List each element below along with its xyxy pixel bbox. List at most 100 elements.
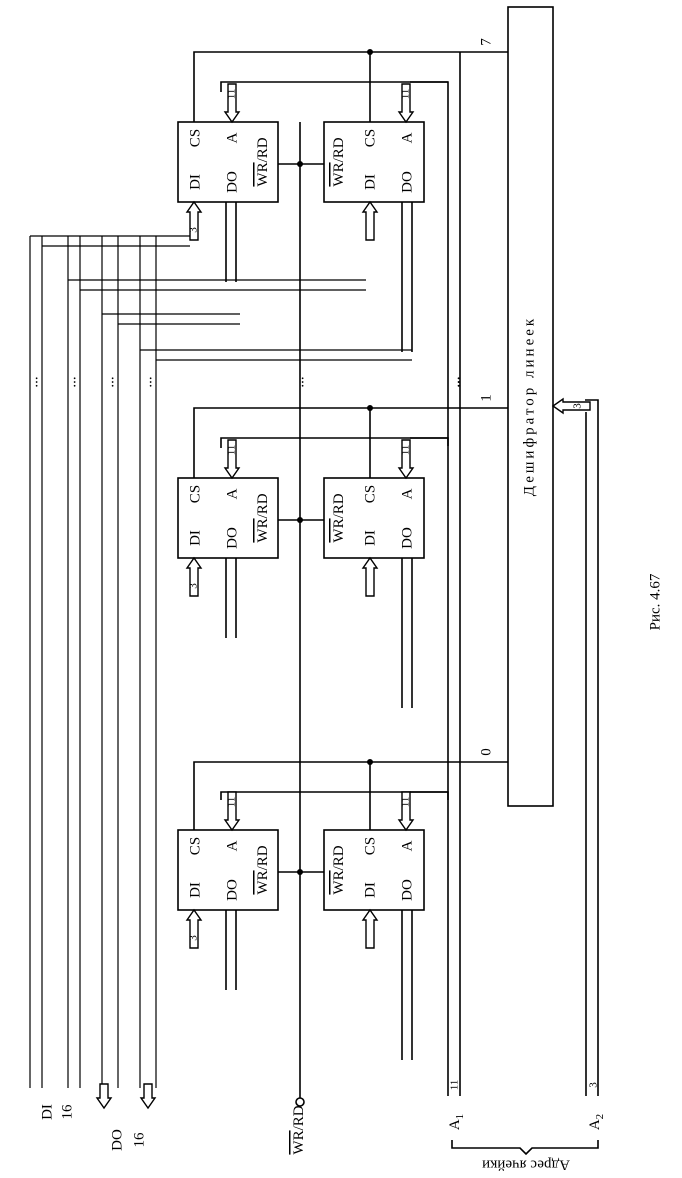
- chip-pin-a: A: [224, 132, 240, 143]
- di-width-label: 16: [59, 1104, 75, 1120]
- junction-dot: [367, 49, 373, 55]
- chip-pin-a: A: [399, 488, 415, 499]
- chip-pin-wr-rd: WR/RD: [255, 137, 271, 186]
- bus-width-label: 11: [226, 797, 238, 808]
- chip-pin-di: DI: [187, 882, 203, 898]
- wr-overline: WR: [255, 870, 271, 894]
- a1-label: A1: [447, 1114, 465, 1130]
- rd-text: /RD: [255, 845, 271, 870]
- do-width-label: 16: [131, 1132, 147, 1148]
- chip-pin-do: DO: [224, 171, 240, 193]
- address-arrow: [397, 791, 415, 832]
- decoder-input-arrow: [551, 397, 591, 415]
- address-bus: [220, 437, 449, 448]
- do-output-arrow: [139, 1083, 157, 1110]
- rd-text: /RD: [291, 1105, 307, 1130]
- address-label: Адрес ячейки: [482, 1157, 570, 1173]
- signal-letter: A: [587, 1119, 603, 1130]
- chip-body: [323, 829, 425, 911]
- a2-label: A2: [587, 1114, 605, 1130]
- cs-line: [193, 407, 463, 478]
- figure-caption: Рис. 4.67: [647, 573, 663, 630]
- wr-overline: WR: [331, 870, 347, 894]
- decoder-block: [507, 6, 554, 807]
- chip-pin-a: A: [399, 840, 415, 851]
- wr-rd-signal-label: WR/RD: [291, 1105, 307, 1154]
- bus-width-label: 3: [188, 935, 200, 941]
- do-output-arrow: [95, 1083, 113, 1110]
- bus-width-label: 11: [226, 445, 238, 456]
- chip-pin-di: DI: [362, 174, 378, 190]
- chip-pin-a: A: [224, 840, 240, 851]
- chip-body: [177, 121, 279, 203]
- wr-rd-terminal: [295, 1097, 305, 1107]
- chip-pin-di: DI: [362, 882, 378, 898]
- address-arrow: [397, 83, 415, 124]
- ellipsis: ...: [447, 376, 463, 387]
- junction-dot: [367, 759, 373, 765]
- memory-chip: WR/RD CS A DI DO: [323, 121, 425, 203]
- ellipsis: ...: [101, 376, 117, 387]
- decoder-in-width: 3: [572, 403, 584, 409]
- chip-pin-do: DO: [399, 527, 415, 549]
- address-arrow: [223, 83, 241, 124]
- signal-subscript: 2: [594, 1114, 606, 1120]
- di-bus-label: DI: [39, 1104, 55, 1120]
- decoder-output-label: 7: [478, 38, 494, 46]
- address-brace: [451, 1140, 599, 1156]
- chip-pin-do: DO: [224, 527, 240, 549]
- chip-pin-cs: CS: [187, 129, 203, 147]
- decoder-output-label: 0: [478, 748, 494, 756]
- rd-text: /RD: [331, 493, 347, 518]
- address-bus: [220, 81, 449, 92]
- chip-pin-cs: CS: [187, 837, 203, 855]
- bus-width-label: 11: [400, 89, 412, 100]
- di-arrow: [361, 200, 379, 241]
- ellipsis: ...: [291, 376, 307, 387]
- address-arrow: [223, 791, 241, 832]
- rd-text: /RD: [331, 137, 347, 162]
- junction-dot: [367, 405, 373, 411]
- memory-chip: CS A DI DO WR/RD: [177, 121, 279, 203]
- ellipsis: ...: [139, 376, 155, 387]
- decoder-output-label: 1: [478, 394, 494, 402]
- di-arrow: [185, 200, 203, 241]
- rd-text: /RD: [255, 493, 271, 518]
- di-arrow: [361, 908, 379, 949]
- chip-pin-cs: CS: [362, 485, 378, 503]
- chip-pin-wr-rd: WR/RD: [331, 493, 347, 542]
- di-arrow: [361, 556, 379, 597]
- chip-pin-cs: CS: [362, 129, 378, 147]
- bus-width-label: 3: [188, 583, 200, 589]
- chip-pin-wr-rd: WR/RD: [331, 845, 347, 894]
- chip-body: [323, 121, 425, 203]
- chip-pin-di: DI: [362, 530, 378, 546]
- chip-body: [177, 477, 279, 559]
- di-arrow: [185, 556, 203, 597]
- signal-letter: A: [447, 1119, 463, 1130]
- address-bus: [220, 791, 449, 800]
- bus-width-label: 11: [400, 445, 412, 456]
- wr-overline: WR: [331, 162, 347, 186]
- bus-width-label: 3: [188, 227, 200, 233]
- address-arrow: [397, 439, 415, 480]
- di-arrow: [185, 908, 203, 949]
- wr-overline: WR: [255, 162, 271, 186]
- signal-subscript: 1: [454, 1114, 466, 1120]
- chip-body: [323, 477, 425, 559]
- chip-pin-do: DO: [399, 171, 415, 193]
- bus-width-label: 11: [400, 797, 412, 808]
- ellipsis: ...: [25, 376, 41, 387]
- chip-pin-di: DI: [187, 174, 203, 190]
- memory-chip: WR/RD CS A DI DO: [323, 477, 425, 559]
- chip-pin-do: DO: [224, 879, 240, 901]
- cs-line: [193, 51, 463, 122]
- rd-text: /RD: [331, 845, 347, 870]
- chip-pin-a: A: [399, 132, 415, 143]
- a1-width-label: 11: [449, 1080, 461, 1091]
- memory-chip: CS A DI DO WR/RD: [177, 829, 279, 911]
- chip-pin-wr-rd: WR/RD: [255, 493, 271, 542]
- chip-pin-do: DO: [399, 879, 415, 901]
